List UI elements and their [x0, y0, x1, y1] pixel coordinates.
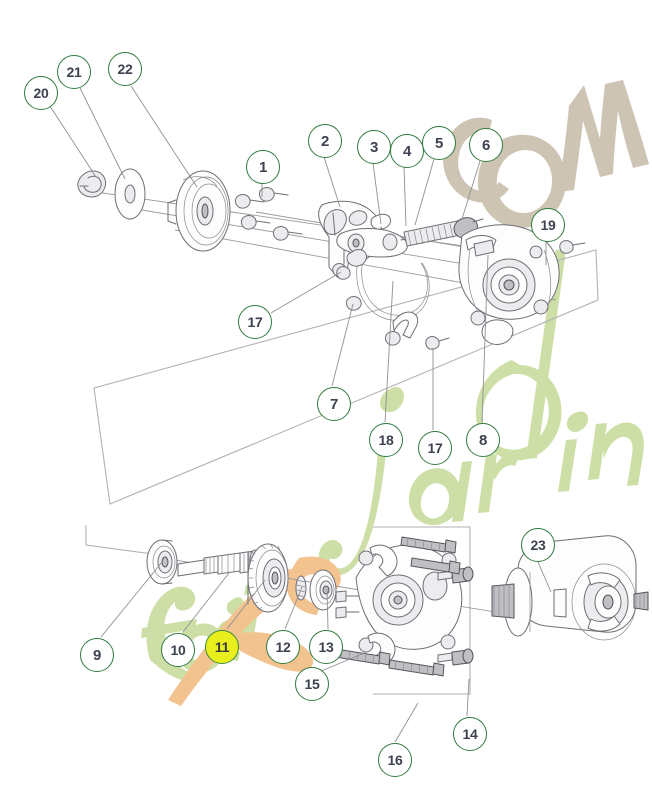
- part-shaft-pins: [234, 187, 303, 241]
- upper-assembly: [77, 168, 586, 350]
- part-clamp-band: [345, 249, 430, 321]
- callout-badge-1[interactable]: 1: [246, 150, 280, 184]
- part-washer: [114, 168, 146, 220]
- part-pulley-drum: [167, 170, 231, 252]
- callout-badge-19[interactable]: 19: [531, 208, 565, 242]
- callout-badge-16[interactable]: 16: [378, 743, 412, 777]
- callout-badge-17[interactable]: 17: [238, 305, 272, 339]
- upper-assembly-frame: [93, 249, 599, 505]
- part-electric-motor: [491, 535, 649, 641]
- part-worm-gear: [247, 543, 289, 613]
- callout-badge-14[interactable]: 14: [453, 717, 487, 751]
- part-hex-bolts: [334, 536, 461, 677]
- callout-badge-8[interactable]: 8: [466, 423, 500, 457]
- part-clip: [384, 311, 419, 346]
- callout-badge-2[interactable]: 2: [308, 124, 342, 158]
- callout-badge-21[interactable]: 21: [57, 55, 91, 89]
- callout-badge-11[interactable]: 11: [205, 630, 239, 664]
- callout-badge-18[interactable]: 18: [369, 423, 403, 457]
- part-bearing-right: [309, 569, 337, 611]
- callout-badge-17[interactable]: 17: [418, 431, 452, 465]
- part-spring-washer: [295, 575, 307, 601]
- callout-badge-6[interactable]: 6: [469, 128, 503, 162]
- bracket-frames: [85, 249, 599, 695]
- part-links: [336, 213, 414, 258]
- callout-badge-10[interactable]: 10: [161, 633, 195, 667]
- callout-badge-5[interactable]: 5: [422, 126, 456, 160]
- callout-badge-20[interactable]: 20: [24, 76, 58, 110]
- callout-badge-9[interactable]: 9: [80, 638, 114, 672]
- callout-badge-4[interactable]: 4: [390, 134, 424, 168]
- callout-badge-15[interactable]: 15: [295, 667, 329, 701]
- part-gear-housing: [458, 224, 560, 345]
- callout-badge-3[interactable]: 3: [357, 130, 391, 164]
- part-circlip: [77, 170, 107, 198]
- leader-lines: [47, 85, 552, 743]
- callout-badge-13[interactable]: 13: [309, 630, 343, 664]
- callout-badge-12[interactable]: 12: [266, 630, 300, 664]
- bearing-bracket: [85, 525, 161, 556]
- callout-badge-23[interactable]: 23: [521, 528, 555, 562]
- part-screws: [336, 266, 450, 350]
- callout-badge-22[interactable]: 22: [108, 52, 142, 86]
- callout-badge-7[interactable]: 7: [317, 387, 351, 421]
- gearbox-frame: [373, 526, 471, 695]
